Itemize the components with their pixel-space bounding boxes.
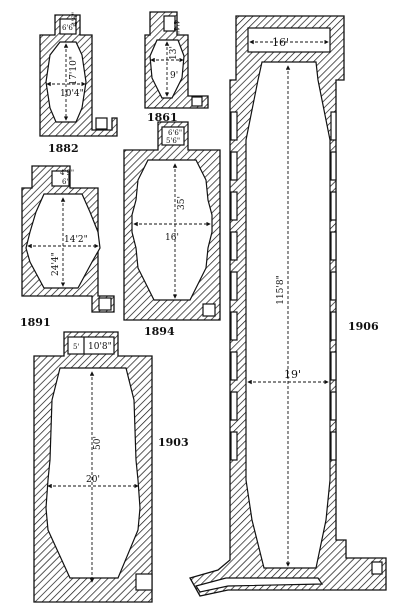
furnace-1891-year: 1891 [20,316,51,329]
furnace-1894-year: 1894 [144,325,175,338]
furnace-1891-height-label: 24'4" [51,252,61,276]
furnace-1906-top-label: 16' [272,36,289,49]
furnace-1903-year: 1903 [158,436,189,449]
furnace-1903-top-opening [67,336,115,355]
furnace-1891: 6' 4'9" 24'4" 14'2" 1891 [20,165,115,329]
furnace-1903-top-side-label: 5' [73,343,79,351]
furnace-1906: 16' 115'8" 19' 1906 [189,15,387,597]
furnace-1861: 4'4" 13' 9' 1861 [144,11,209,124]
furnace-1906-bosh-label: 19' [284,368,301,381]
furnace-1882-top-opening [59,18,77,35]
furnace-1861-top-opening [163,15,176,32]
furnace-1906-year: 1906 [348,320,379,333]
furnace-1894: 6'6" 5'6" 35' 16' 1894 [123,121,221,338]
furnace-1906-flue [371,561,383,575]
furnace-1891-bosh-label: 14'2" [64,235,88,245]
furnace-1894-bosh-label: 16' [165,233,179,243]
furnace-1906-height-label: 115'8" [276,275,286,305]
furnace-1882-flue [95,117,108,130]
furnace-1903-top-label: 10'8" [88,342,112,352]
furnace-1861-top-label: 4'4" [172,20,180,34]
furnace-1906-tap-channel [195,577,324,593]
furnace-1861-flue [191,96,203,107]
furnace-1903-bosh-label: 20' [86,475,100,485]
furnace-1882: 6'6" 4'6" 17'10" 10'4" 1882 [39,12,118,155]
furnace-1894-flue [202,303,216,317]
furnace-1882-year: 1882 [48,142,79,155]
furnace-1891-top-label: 6' [62,178,68,186]
furnace-1861-bosh-label: 9' [170,71,178,81]
furnace-1861-year: 1861 [147,111,178,124]
furnace-1903: 10'8" 5' 50' 20' 1903 [33,331,189,603]
furnace-1894-top-label: 6'6" [168,129,182,137]
furnace-1882-bosh-label: 10'4" [60,89,84,99]
furnace-1891-top-opening [51,170,70,187]
furnace-1861-height-label: 13' [169,46,179,60]
furnace-1894-cavity [131,159,213,301]
furnace-1903-height-label: 50' [93,436,103,450]
furnace-1903-flue [135,573,153,591]
furnace-1882-top-label: 6'6" [62,24,76,32]
furnace-1891-flue [98,297,112,311]
furnace-1894-top-side-label: 5'6" [166,137,180,145]
furnace-1903-cavity [45,367,141,579]
furnace-1894-top-opening [161,126,185,146]
furnace-1882-top-side-label: 4'6" [71,12,79,26]
furnace-1882-height-label: 17'10" [69,56,79,86]
furnace-1894-height-label: 35' [177,196,187,210]
furnace-1906-wall-panels [230,111,337,461]
furnace-1891-top-side-label: 4'9" [60,169,74,177]
